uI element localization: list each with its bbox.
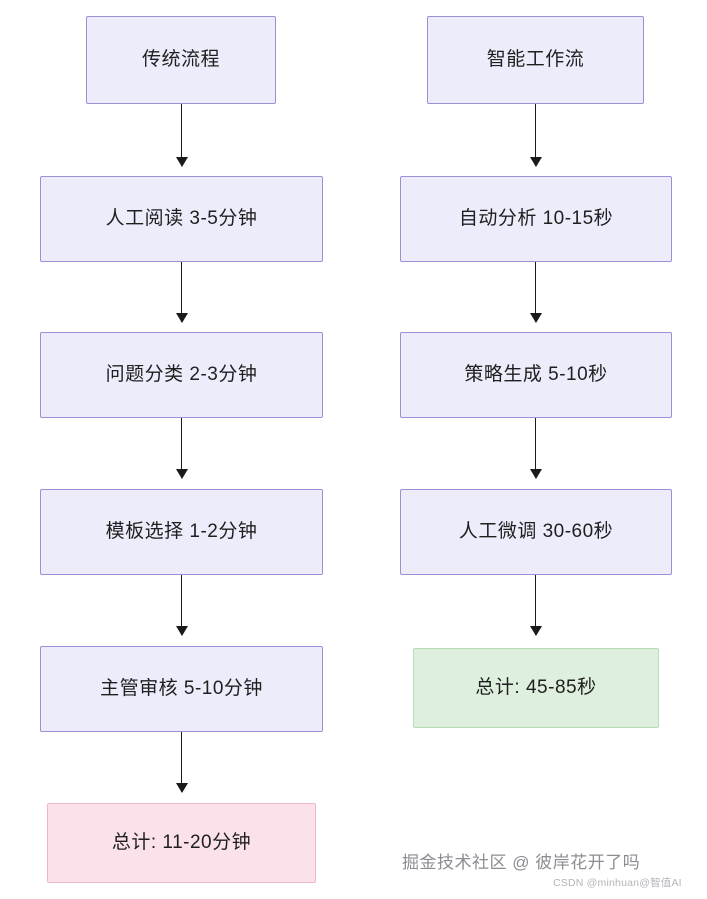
arrow-intelligent-3-4 bbox=[529, 575, 542, 636]
node-traditional-1[interactable]: 人工阅读 3-5分钟 bbox=[40, 176, 323, 262]
node-intelligent-3[interactable]: 人工微调 30-60秒 bbox=[400, 489, 672, 575]
node-intelligent-total[interactable]: 总计: 45-85秒 bbox=[413, 648, 659, 728]
watermark-csdn: CSDN @minhuan@智值AI bbox=[553, 877, 682, 889]
node-traditional-3[interactable]: 模板选择 1-2分钟 bbox=[40, 489, 323, 575]
arrow-traditional-1-2 bbox=[175, 262, 188, 323]
node-traditional-2[interactable]: 问题分类 2-3分钟 bbox=[40, 332, 323, 418]
watermark-community: 掘金技术社区 @ 彼岸花开了吗 bbox=[402, 853, 641, 872]
node-intelligent-0[interactable]: 智能工作流 bbox=[427, 16, 644, 104]
node-traditional-4[interactable]: 主管审核 5-10分钟 bbox=[40, 646, 323, 732]
arrow-traditional-4-5 bbox=[175, 732, 188, 793]
arrow-intelligent-1-2 bbox=[529, 262, 542, 323]
arrow-traditional-2-3 bbox=[175, 418, 188, 479]
arrow-traditional-3-4 bbox=[175, 575, 188, 636]
arrow-traditional-0-1 bbox=[175, 104, 188, 167]
arrow-intelligent-2-3 bbox=[529, 418, 542, 479]
arrow-intelligent-0-1 bbox=[529, 104, 542, 167]
node-intelligent-1[interactable]: 自动分析 10-15秒 bbox=[400, 176, 672, 262]
node-intelligent-2[interactable]: 策略生成 5-10秒 bbox=[400, 332, 672, 418]
node-traditional-0[interactable]: 传统流程 bbox=[86, 16, 276, 104]
node-traditional-total[interactable]: 总计: 11-20分钟 bbox=[47, 803, 316, 883]
